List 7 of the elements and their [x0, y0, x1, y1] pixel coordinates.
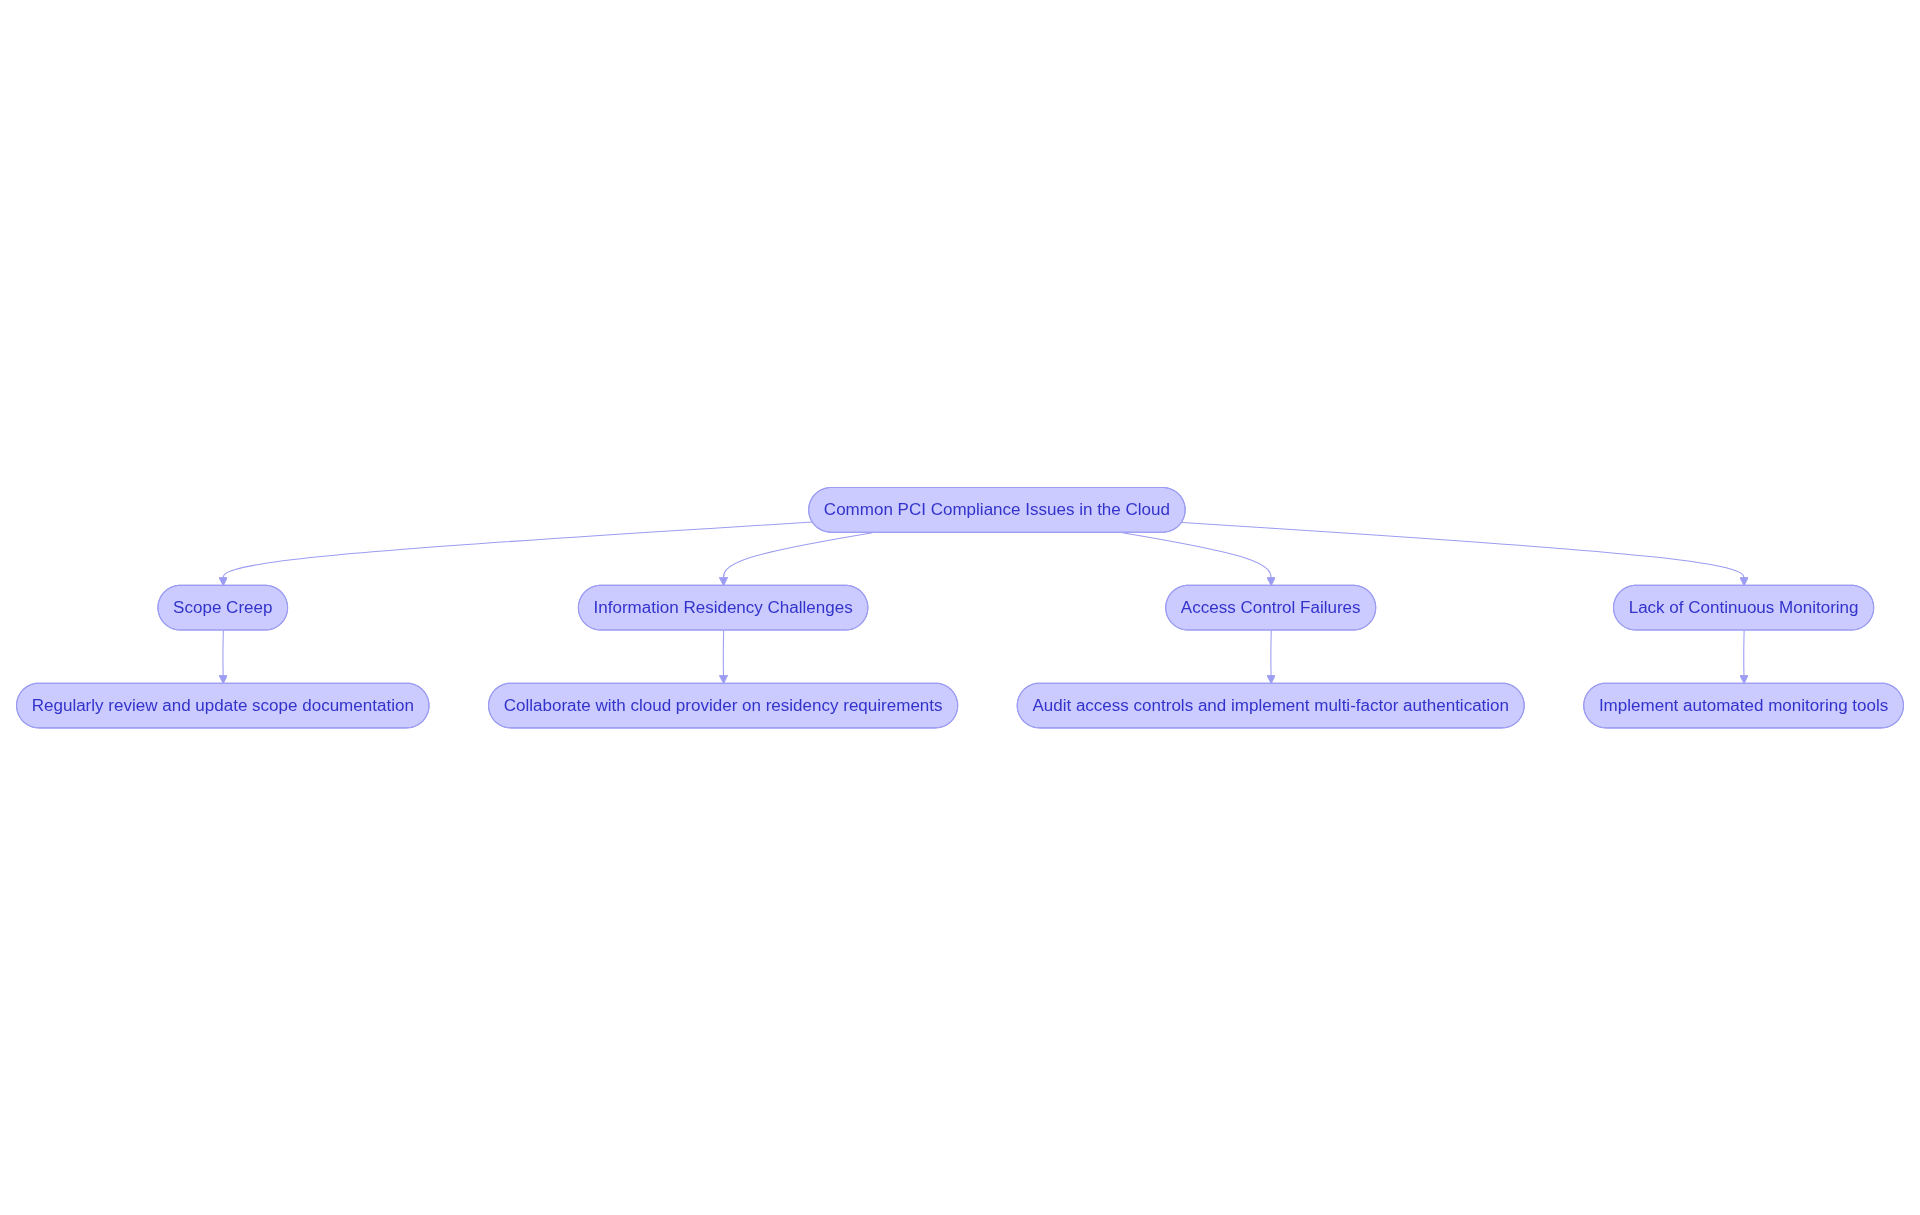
arrow	[1739, 629, 1749, 684]
arrow	[1266, 629, 1276, 684]
arrow	[218, 629, 228, 684]
arrow	[718, 532, 873, 587]
arrow	[1121, 532, 1276, 587]
arrow	[1181, 521, 1749, 587]
arrow	[718, 629, 729, 684]
